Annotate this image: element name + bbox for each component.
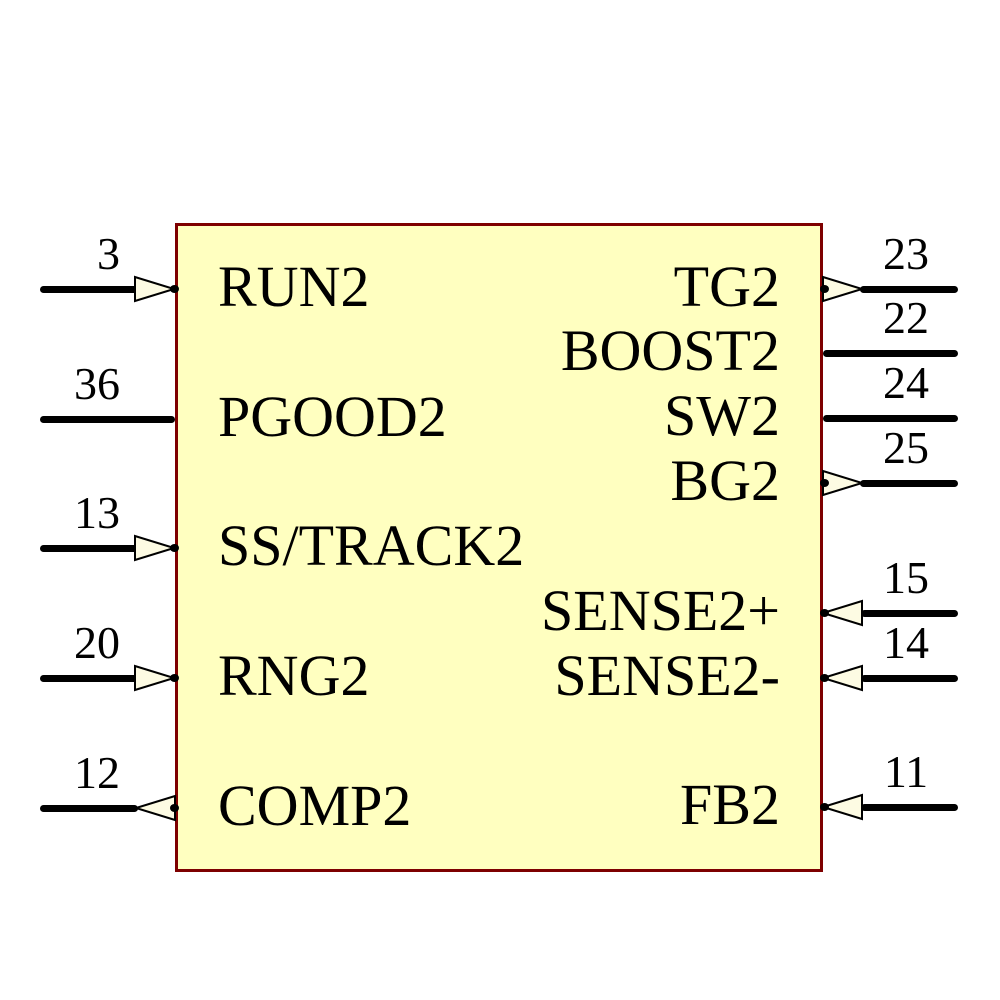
pin-label: SENSE2+ <box>541 578 780 643</box>
pin-number: 36 <box>74 358 120 409</box>
pin-connection-dot <box>170 804 179 812</box>
pin-number: 23 <box>883 228 929 279</box>
pin-arrow-input-icon <box>822 599 863 627</box>
pin-label: SENSE2- <box>554 643 780 708</box>
pin-connection-dot <box>170 674 179 682</box>
pin-wire <box>40 415 175 423</box>
pin-wire <box>40 544 138 552</box>
pin-wire <box>40 804 138 812</box>
pin-label: RNG2 <box>218 643 370 708</box>
pin-number: 14 <box>883 617 929 668</box>
pin-arrow-input-icon <box>822 664 863 692</box>
pin-label: SS/TRACK2 <box>218 513 525 578</box>
pin-wire <box>860 285 958 293</box>
pin-wire <box>40 674 138 682</box>
pin-label: FB2 <box>680 772 780 837</box>
pin-number: 12 <box>74 747 120 798</box>
pin-connection-dot <box>170 285 179 293</box>
pin-connection-dot <box>820 609 829 617</box>
pin-number: 11 <box>883 746 929 797</box>
pin-wire <box>861 674 958 682</box>
pin-connection-dot <box>820 285 829 293</box>
pin-label: TG2 <box>673 254 780 319</box>
pin-arrow-input-icon <box>134 534 175 562</box>
pin-number: 13 <box>74 487 120 538</box>
pin-arrow-input-icon <box>134 664 175 692</box>
ic-symbol-body[interactable] <box>175 223 823 872</box>
pin-arrow-input-icon <box>134 275 175 303</box>
pin-wire <box>861 609 958 617</box>
pin-number: 20 <box>74 617 120 668</box>
pin-connection-dot <box>170 544 179 552</box>
pin-number: 24 <box>883 357 929 408</box>
pin-label: SW2 <box>664 383 780 448</box>
pin-arrow-input-icon <box>822 793 863 821</box>
pin-wire <box>40 285 138 293</box>
pin-connection-dot <box>820 803 829 811</box>
pin-number: 25 <box>883 422 929 473</box>
pin-label: RUN2 <box>218 254 370 319</box>
pin-wire <box>861 803 958 811</box>
pin-number: 15 <box>883 552 929 603</box>
pin-label: COMP2 <box>218 773 412 838</box>
pin-label: PGOOD2 <box>218 384 447 449</box>
pin-number: 3 <box>97 228 120 279</box>
pin-wire <box>860 479 958 487</box>
pin-number: 22 <box>883 292 929 343</box>
pin-label: BOOST2 <box>560 318 780 383</box>
pin-wire <box>823 349 958 357</box>
pin-wire <box>823 414 958 422</box>
pin-connection-dot <box>820 479 829 487</box>
pin-connection-dot <box>820 674 829 682</box>
pin-label: BG2 <box>670 448 780 513</box>
